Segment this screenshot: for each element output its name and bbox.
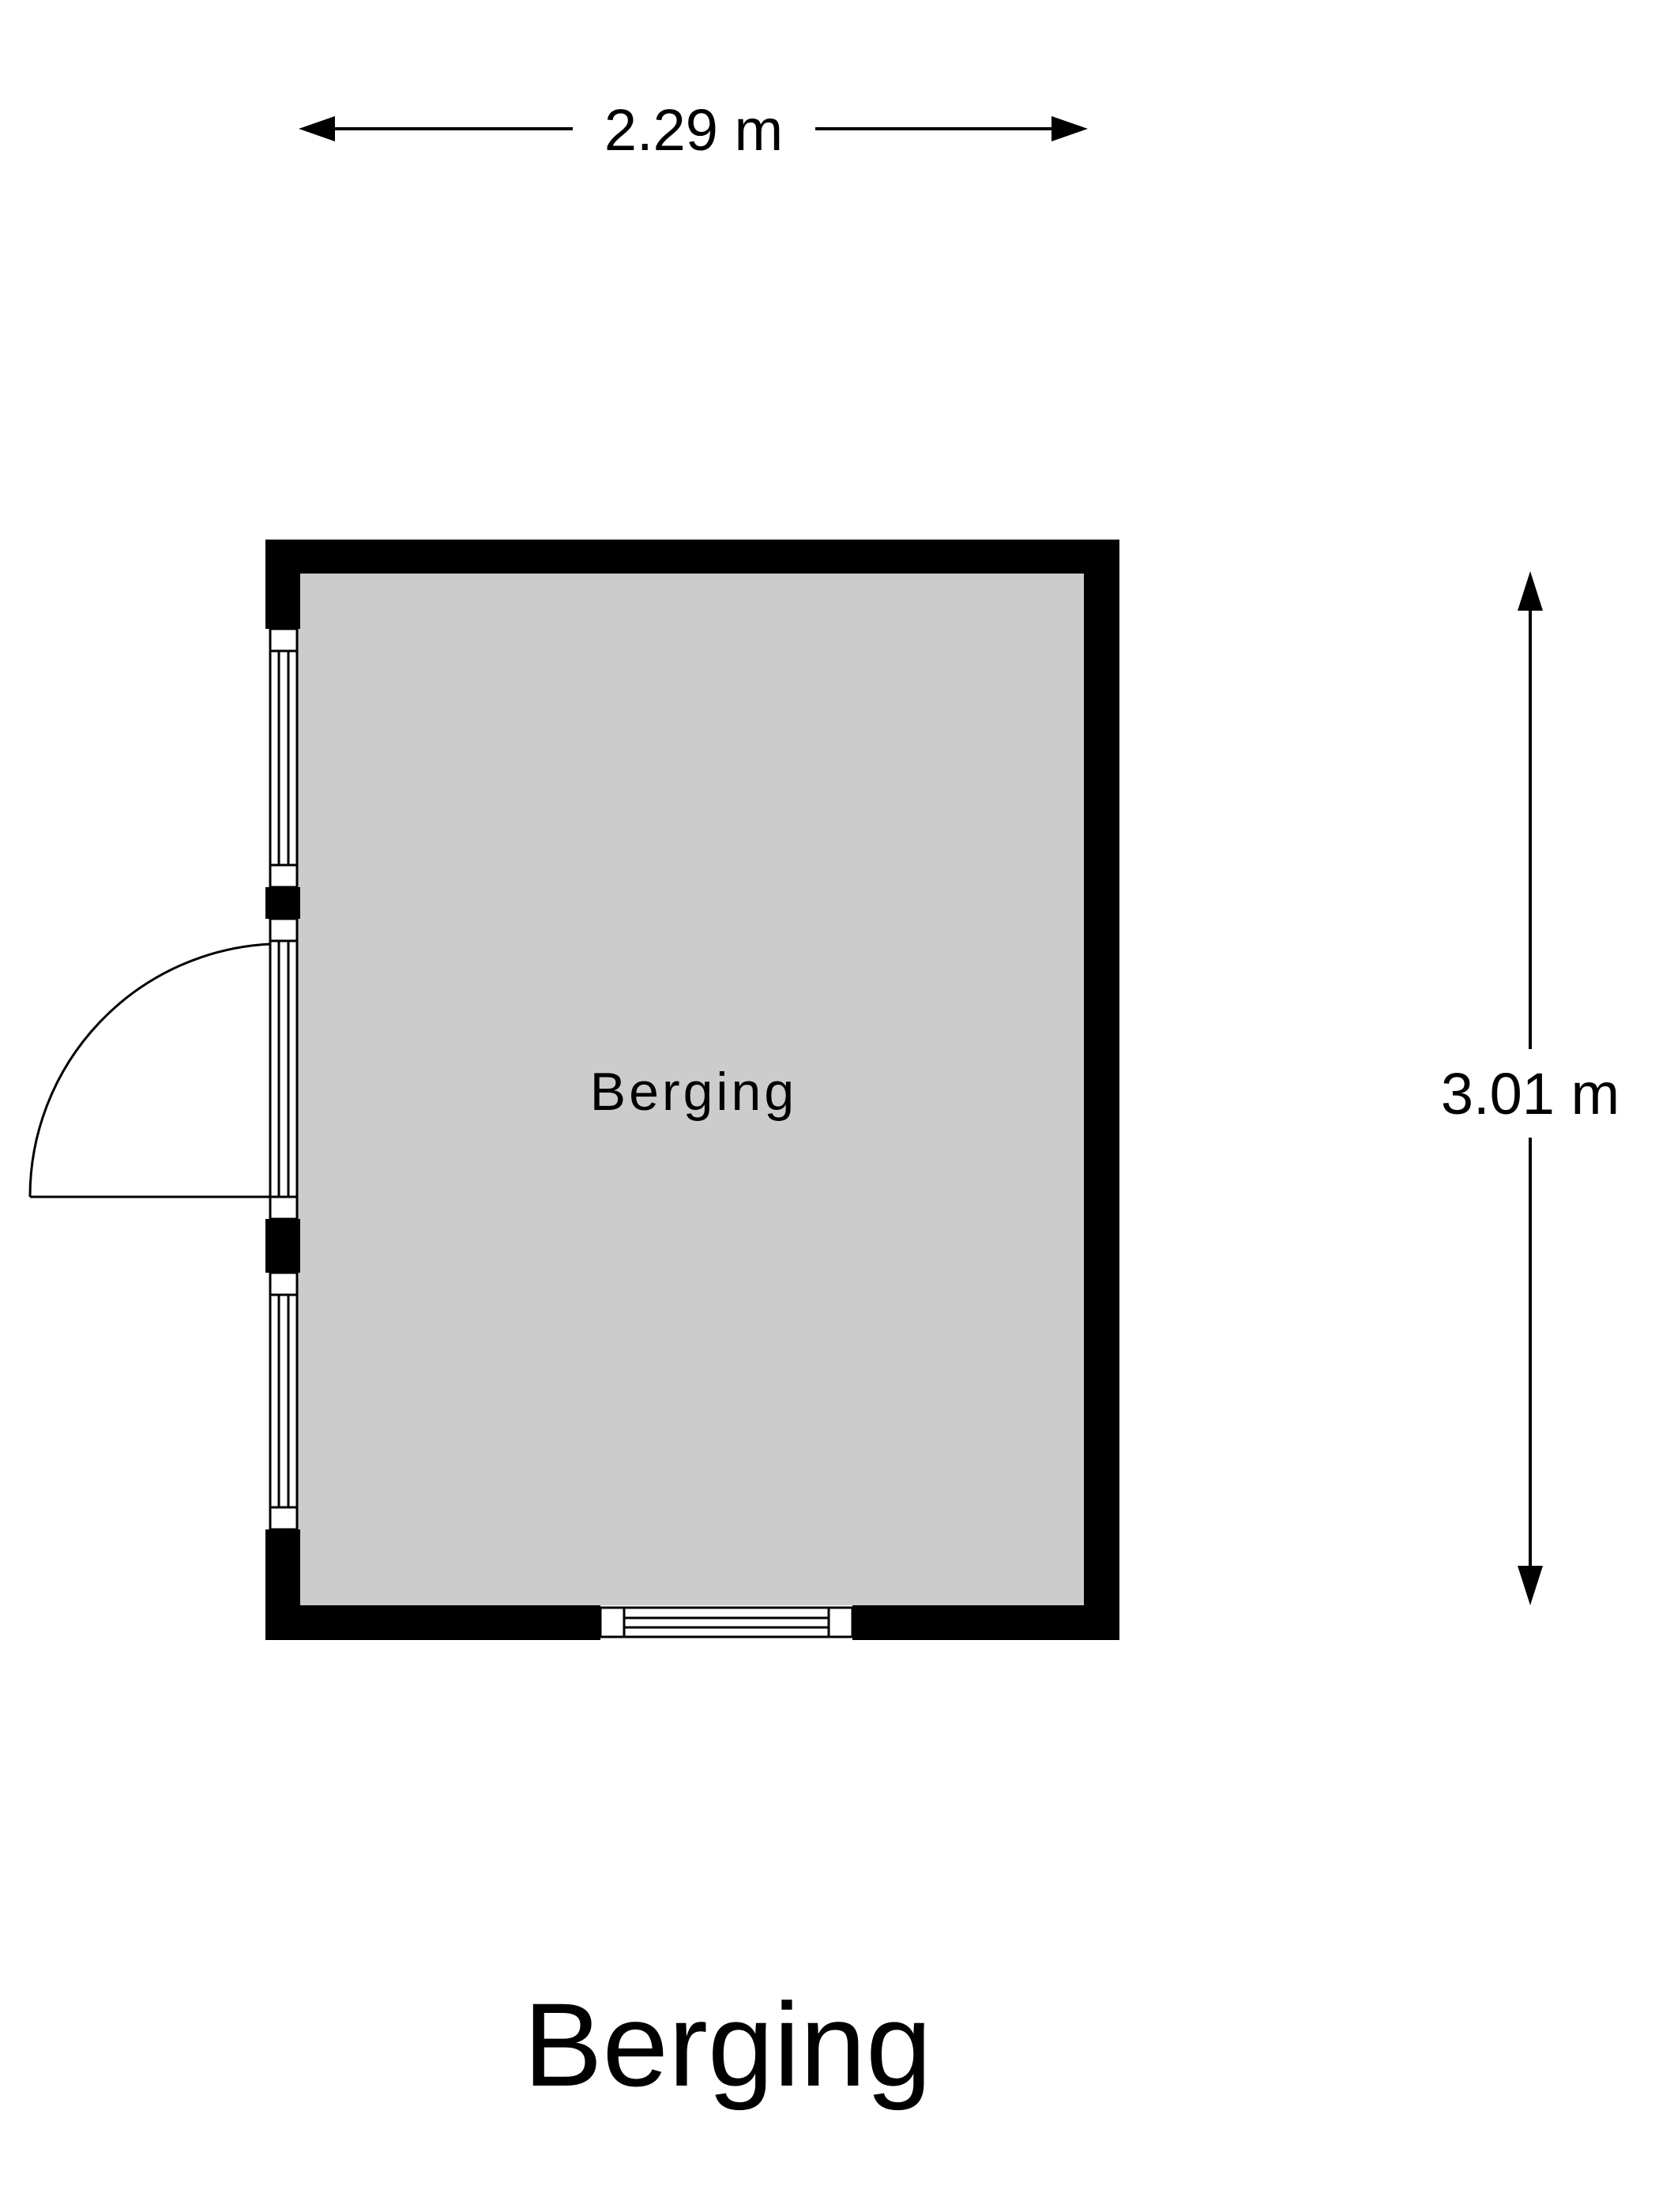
wall-left-pier-lower <box>265 1219 300 1273</box>
height-label: 3.01 m <box>1441 1061 1620 1127</box>
height-arrow-top-icon <box>1518 571 1543 611</box>
height-dimension: 3.01 m <box>1441 571 1620 1605</box>
height-arrow-bottom-icon <box>1518 1566 1543 1605</box>
window-left-lower <box>269 1271 299 1531</box>
width-label: 2.29 m <box>604 97 783 163</box>
room-label: Berging <box>590 1062 797 1122</box>
wall-top <box>265 540 1119 574</box>
width-arrow-left-icon <box>299 116 335 141</box>
walls <box>265 540 1119 1640</box>
width-dimension: 2.29 m <box>299 97 1088 163</box>
room-floor <box>297 572 1085 1605</box>
wall-bottom-right <box>852 1605 1119 1640</box>
door-left <box>28 917 299 1221</box>
plan-title: Berging <box>523 1978 931 2111</box>
wall-left-pier-upper <box>265 887 300 919</box>
wall-bottom-left <box>265 1605 600 1640</box>
door-swing-arc <box>28 942 271 1198</box>
window-bottom <box>599 1606 854 1638</box>
wall-right <box>1084 540 1119 1640</box>
width-arrow-right-icon <box>1051 116 1088 141</box>
window-left-upper <box>269 627 299 889</box>
wall-left-bottom <box>265 1529 300 1640</box>
wall-left-top <box>265 540 300 629</box>
